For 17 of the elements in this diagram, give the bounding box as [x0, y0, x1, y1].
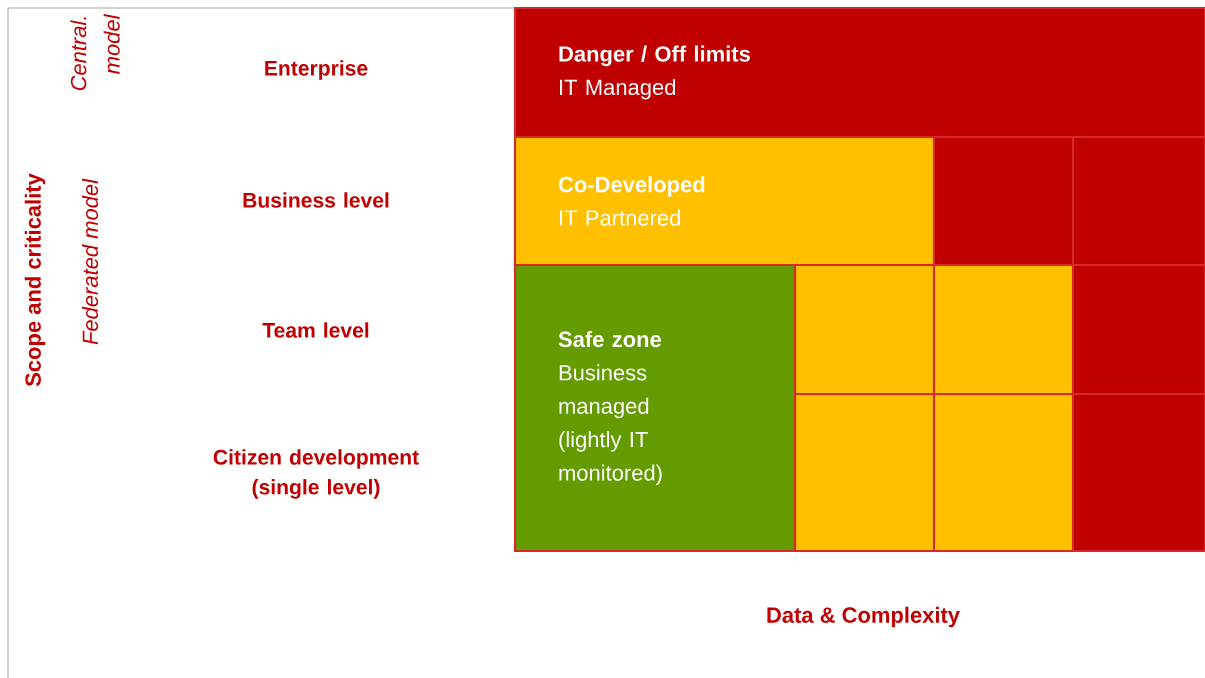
- grid-cell: [793, 263, 936, 396]
- model-label: Central. model: [70, 14, 120, 91]
- grid-cell: [932, 392, 1075, 553]
- axis-title: Scope and criticality: [24, 173, 46, 387]
- axis-title: Data & Complexity: [767, 606, 960, 628]
- grid-cell: [1071, 135, 1205, 267]
- row-label: Enterprise: [265, 60, 368, 80]
- row-label: Citizen development (single level): [213, 449, 419, 499]
- grid-cell: [1071, 392, 1205, 553]
- grid-cell: [793, 392, 936, 553]
- row-label: Team level: [262, 322, 369, 338]
- grid-cell: [1071, 263, 1205, 396]
- grid-cell: [932, 135, 1075, 267]
- grid-cell: [932, 263, 1075, 396]
- model-label: Federated model: [81, 178, 99, 345]
- row-label: Business level: [243, 192, 389, 208]
- zone-box: Safe zone Business managed (lightly IT monitored): [513, 263, 797, 553]
